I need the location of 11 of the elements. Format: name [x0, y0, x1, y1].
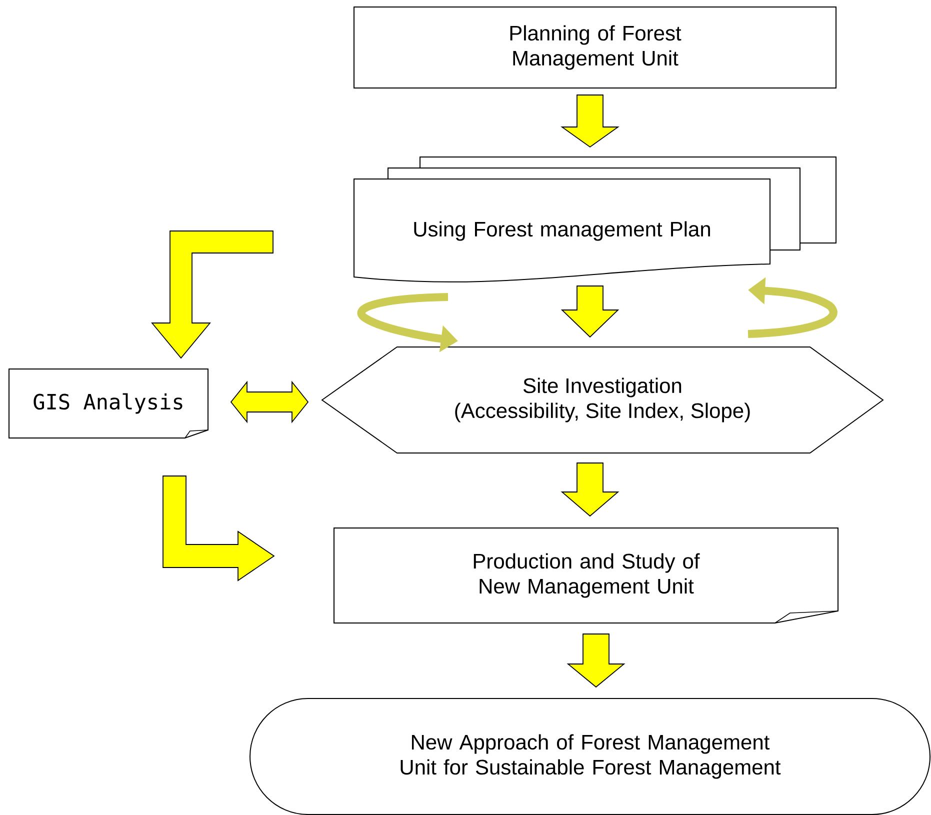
note-box: Production and Study of New Management Unit — [334, 528, 838, 624]
block-arrow — [560, 286, 620, 338]
block-arrow — [560, 94, 620, 148]
document-stack: Using Forest management Plan — [354, 156, 836, 282]
block-arrow — [560, 462, 620, 517]
block-arrow — [566, 634, 626, 688]
block-arrow — [151, 230, 274, 359]
process-box: Planning of Forest Management Unit — [354, 6, 836, 88]
block-arrow — [230, 380, 309, 424]
block-arrow — [162, 476, 275, 582]
note-box: GIS Analysis — [8, 368, 208, 438]
